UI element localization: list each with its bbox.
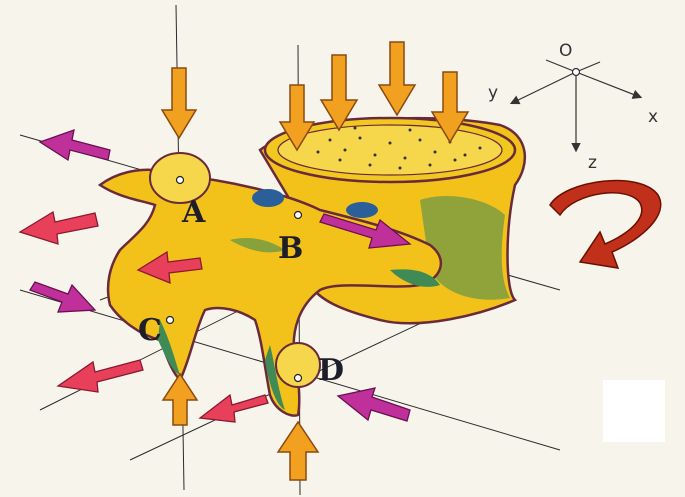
axis-origin-label: O — [559, 41, 572, 61]
axis-x-label: x — [648, 107, 658, 127]
label-d: D — [318, 353, 344, 388]
label-b: B — [278, 231, 303, 266]
curved-rotation-arrow-icon — [550, 181, 661, 268]
coordinate-axes — [512, 60, 640, 150]
axis-y-label: y — [488, 83, 498, 103]
label-a: A — [181, 195, 206, 230]
blank-patch — [603, 380, 665, 442]
label-c: C — [138, 313, 162, 348]
axis-z-label: z — [588, 153, 597, 173]
